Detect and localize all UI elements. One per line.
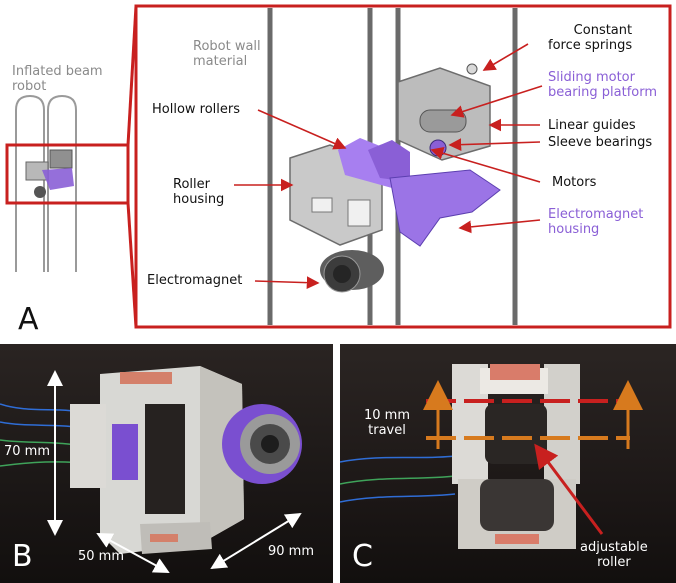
dimension-arrows	[47, 370, 302, 573]
inflated-beam-label: Inflated beam robot	[12, 64, 103, 94]
sliding-motor-platform-label: Sliding motor bearing platform	[548, 70, 658, 100]
callout-arrows	[234, 43, 543, 290]
hollow-rollers-part	[338, 138, 410, 188]
panel-a-drawing	[5, 4, 672, 329]
height-label: 70 mm	[4, 444, 51, 459]
electromagnet-part	[320, 250, 384, 293]
width-label: 50 mm	[78, 549, 125, 564]
adjustable-roller-arrow	[534, 443, 604, 535]
adjustable-roller-label: adjustable roller	[580, 540, 648, 570]
motor-platform-part	[397, 63, 491, 161]
electromagnet-housing-part	[389, 169, 501, 247]
mini-robot	[25, 149, 74, 198]
robot-wall-label: Robot wall material	[193, 39, 261, 69]
constant-force-springs-label: Constant force springs	[548, 23, 633, 53]
robot-body-b	[70, 366, 302, 554]
panel-b-photo: 70 mm 50 mm 90 mm B	[0, 344, 333, 583]
panel-c-drawing	[340, 364, 643, 549]
panel-b-letter: B	[12, 539, 33, 574]
panel-c-letter: C	[352, 539, 373, 574]
panel-a-letter: A	[18, 302, 39, 337]
zoom-detail-box	[134, 4, 672, 329]
hollow-rollers-label: Hollow rollers	[152, 102, 241, 117]
wires-c	[340, 455, 456, 503]
electromagnet-housing-label: Electromagnet housing	[548, 207, 644, 237]
sleeve-bearings-label: Sleeve bearings	[548, 135, 653, 150]
panel-b-drawing	[0, 366, 302, 573]
panel-c-photo: 10 mm travel adjustable roller C	[340, 344, 676, 583]
roller-housing-label: Roller housing	[173, 177, 225, 207]
electromagnet-label: Electromagnet	[147, 273, 243, 288]
motors-label: Motors	[552, 175, 597, 190]
linear-guides-label: Linear guides	[548, 118, 636, 133]
zoom-source-box	[5, 143, 130, 205]
depth-label: 90 mm	[268, 544, 315, 559]
inflated-beam-outline	[15, 94, 77, 272]
travel-label: 10 mm travel	[364, 408, 411, 438]
robot-body-c	[452, 364, 580, 549]
